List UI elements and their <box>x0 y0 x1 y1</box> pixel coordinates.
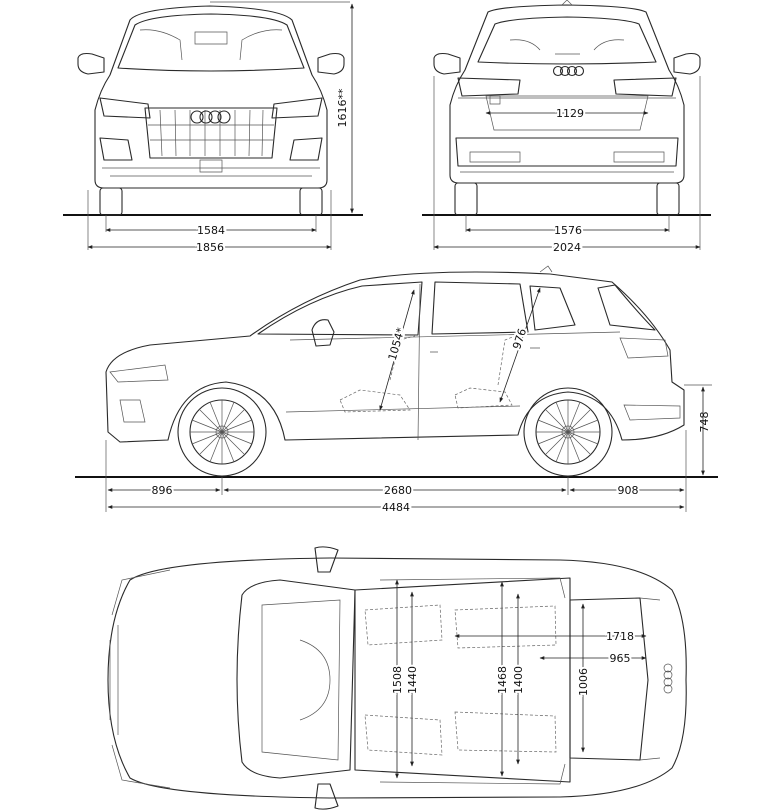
rear-left-tire <box>454 182 478 216</box>
front-view: 1616** 1584 1856 <box>63 1 363 256</box>
top-boot <box>569 597 649 761</box>
top-mirrors <box>314 546 339 810</box>
front-audi-logo <box>190 110 231 124</box>
side-front-headroom-label: 1054* <box>386 326 408 362</box>
front-fog-lights <box>99 137 323 161</box>
rear-view: 1129 1576 2024 <box>422 0 711 256</box>
side-front-overhang-label: 896 <box>152 484 173 497</box>
side-rear-headroom-label: 976 <box>510 327 529 351</box>
top-view: 1508 1440 1468 1400 1718 965 1006 <box>107 546 687 810</box>
top-rear-audi-logo <box>663 663 673 694</box>
side-front-window <box>257 281 423 336</box>
rear-boot-width-label: 1129 <box>556 107 584 120</box>
top-body-outline <box>107 557 687 799</box>
rear-taillights <box>457 77 677 97</box>
rear-left-mirror <box>433 52 461 75</box>
side-load-height-label: 748 <box>698 412 711 433</box>
front-body-outline <box>94 5 328 189</box>
side-view: 1054* 976 748 896 2680 908 4484 <box>75 265 718 516</box>
front-right-mirror <box>317 52 345 75</box>
top-rear-elbow-label: 1400 <box>512 666 525 694</box>
front-headlights <box>99 97 323 119</box>
side-front-wheel <box>177 387 267 477</box>
rear-right-tire <box>656 182 680 216</box>
rear-width-label: 2024 <box>553 241 581 254</box>
front-right-tire <box>299 187 323 216</box>
side-wheelbase-label: 2680 <box>384 484 412 497</box>
top-boot-length-label: 1718 <box>606 630 634 643</box>
rear-body-outline <box>449 4 685 184</box>
rear-right-mirror <box>673 52 701 75</box>
side-front-headroom-dimension-line <box>379 289 415 411</box>
top-windshield <box>236 579 356 779</box>
side-rear-wheel <box>523 387 613 477</box>
front-grille <box>144 107 278 159</box>
front-track-label: 1584 <box>197 224 225 237</box>
top-roof <box>354 577 571 783</box>
side-rear-glass <box>597 284 656 331</box>
front-left-tire <box>99 187 123 216</box>
front-left-mirror <box>77 52 105 75</box>
front-windshield <box>117 13 305 72</box>
top-front-elbow-label: 1440 <box>406 666 419 694</box>
top-front-shoulder-label: 1508 <box>391 666 404 694</box>
side-rear-headroom-dimension-line <box>499 287 541 403</box>
side-quarter-window <box>529 285 576 331</box>
side-rear-window <box>431 281 529 335</box>
front-width-label: 1856 <box>196 241 224 254</box>
side-length-label: 4484 <box>382 501 410 514</box>
rear-track-label: 1576 <box>554 224 582 237</box>
side-body-outline <box>105 271 685 443</box>
rear-window <box>477 16 657 65</box>
side-rear-overhang-label: 908 <box>618 484 639 497</box>
top-boot-width-label: 1006 <box>577 668 590 696</box>
rear-audi-logo <box>552 65 585 77</box>
top-rear-shoulder-label: 1468 <box>496 666 509 694</box>
rear-bumper <box>455 137 679 167</box>
side-mirror <box>311 319 335 347</box>
front-height-label: 1616** <box>336 88 349 127</box>
top-boot-length-short-label: 965 <box>610 652 631 665</box>
